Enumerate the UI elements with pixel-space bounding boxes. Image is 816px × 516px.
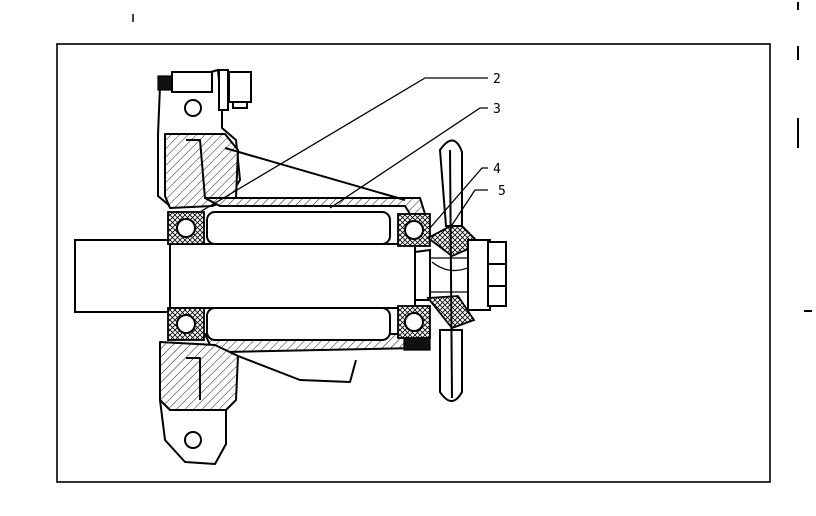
- callout-4: 4: [493, 162, 501, 177]
- shaft: [74, 239, 480, 313]
- nut-stack: [467, 239, 507, 311]
- leader-lines: [199, 77, 488, 229]
- frame-border: [56, 43, 771, 483]
- callout-5: 5: [498, 184, 506, 199]
- bearings: [167, 211, 431, 341]
- bolt-top: [157, 69, 252, 111]
- spacer-sleeve: [206, 211, 391, 341]
- scan-marks: [132, 2, 812, 312]
- pulley: [438, 139, 463, 402]
- callout-2: 2: [493, 72, 501, 87]
- callout-3: 3: [493, 102, 501, 117]
